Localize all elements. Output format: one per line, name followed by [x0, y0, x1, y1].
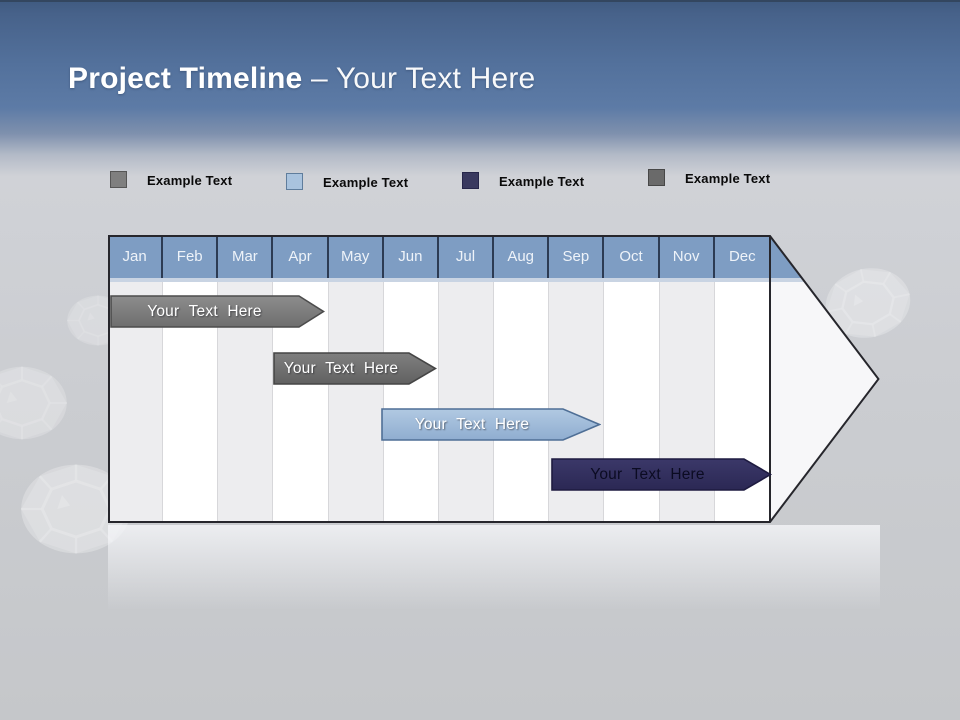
legend-label: Example Text — [323, 175, 409, 190]
month-column — [328, 282, 384, 523]
month-column — [494, 282, 550, 523]
title-suffix: – Your Text Here — [310, 62, 536, 95]
month-cell-dec: Dec — [728, 248, 756, 265]
slide-top-edge — [0, 0, 960, 2]
legend-item-4: Example Text — [648, 169, 770, 186]
bar-arrow-shape — [381, 408, 601, 441]
timeline-bar-2: Your Text Here — [273, 352, 437, 385]
month-cell-jul: Jul — [439, 235, 495, 278]
bar-label: Your Text Here — [414, 415, 530, 433]
bar-label: Your Text Here — [283, 359, 399, 377]
bar-label: Your Text Here — [590, 465, 705, 483]
month-cell-jan: Jan — [108, 235, 164, 278]
timeline-bar-1: Your Text Here — [110, 295, 325, 328]
legend-label: Example Text — [147, 173, 233, 188]
timeline-bar-3: Your Text Here — [381, 408, 601, 441]
legend-swatch-gray — [110, 171, 127, 188]
month-column — [438, 282, 495, 523]
month-cell-apr: Apr — [273, 235, 329, 278]
month-cell-aug: Aug — [494, 235, 550, 278]
legend-label: Example Text — [499, 174, 585, 189]
legend-item-1: Example Text — [110, 171, 232, 188]
month-cell-jun: Jun — [384, 235, 439, 278]
diamond-decoration — [0, 363, 72, 443]
legend-item-2: Example Text — [286, 173, 408, 190]
legend-swatch-lightblue — [286, 173, 303, 190]
bar-arrow-shape — [273, 352, 437, 385]
month-cell-feb: Feb — [163, 235, 219, 278]
legend-item-3: Example Text — [462, 172, 584, 189]
bar-label: Your Text Here — [147, 302, 262, 320]
month-cell-nov: Nov — [660, 235, 715, 278]
month-cell-oct: Oct — [604, 235, 660, 278]
month-header-row: Jan Feb Mar Apr May Jun Jul Aug Sep Oct … — [108, 235, 880, 278]
table-reflection — [108, 525, 880, 610]
legend-swatch-darkgray — [648, 169, 665, 186]
legend-swatch-navy — [462, 172, 479, 189]
month-cell-may: May — [329, 235, 384, 278]
page-title: Project Timeline – Your Text Here — [68, 58, 535, 100]
timeline-bar-4: Your Text Here — [551, 458, 772, 491]
month-cell-sep: Sep — [549, 235, 605, 278]
legend-label: Example Text — [685, 171, 771, 186]
bar-arrow-shape — [110, 295, 325, 328]
bar-arrow-shape — [551, 458, 772, 491]
month-cell-mar: Mar — [218, 235, 274, 278]
month-column — [383, 282, 439, 523]
header-underline-band — [108, 278, 880, 282]
title-main: Project Timeline — [68, 62, 303, 95]
